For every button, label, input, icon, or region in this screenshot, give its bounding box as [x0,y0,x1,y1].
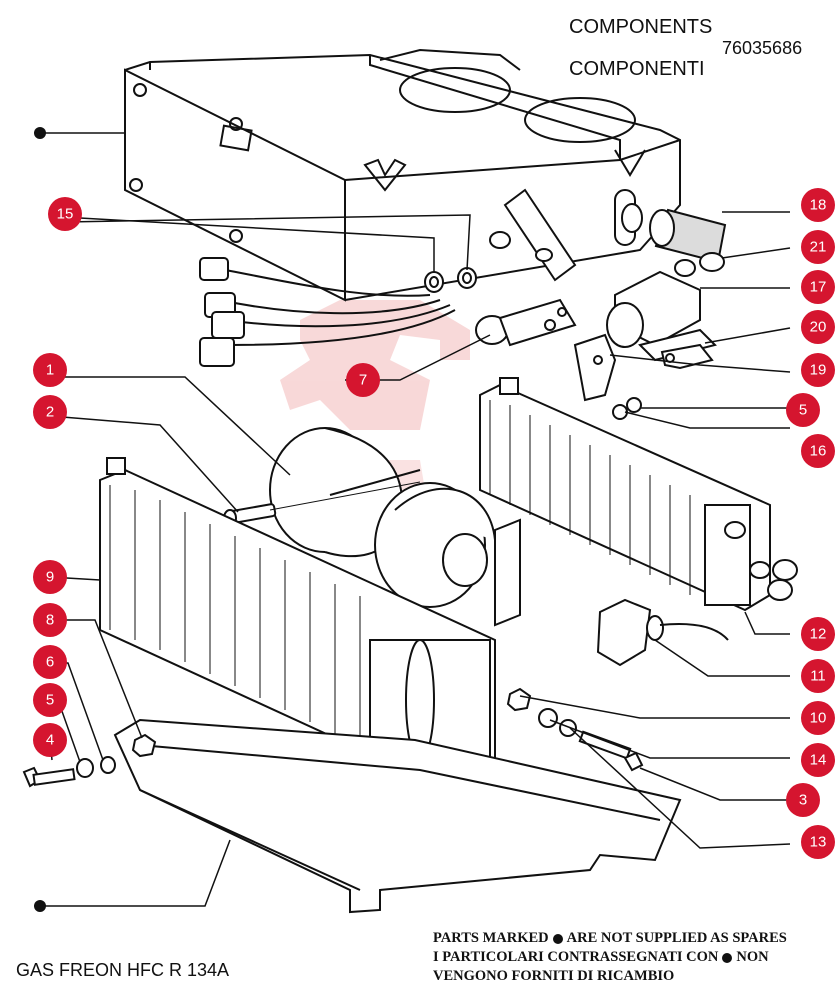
callout-17: 17 [810,279,827,296]
callout-7: 7 [359,372,367,389]
callout-14-circle [801,743,835,777]
receiver-drier [621,203,727,272]
title-english: COMPONENTS [569,16,713,38]
callout-circles [33,188,835,859]
leader-lines [40,132,791,907]
callout-10: 10 [810,710,827,727]
callout-9: 9 [46,569,54,586]
mounting-bracket [503,188,577,282]
blower-fan [269,427,521,627]
callout-20-circle [801,310,835,344]
callout-12: 12 [810,626,827,643]
nuts-right [612,397,642,420]
callout-5b: 5 [799,402,807,419]
callout-1-circle [33,353,67,387]
thermostat-sensor [596,598,729,667]
pressure-switch [606,259,717,362]
refrigerant-label: GAS FREON HFC R 134A [16,960,230,980]
callout-1: 1 [46,362,54,379]
note-line-3: VENGONO FORNITI DI RICAMBIO [433,968,675,984]
left-hardware [22,733,157,788]
bullet-marker-icon [722,952,733,963]
callout-11-circle [801,659,835,693]
callout-labels: 1 2 3 4 5 5 6 7 8 9 10 11 12 13 14 15 16… [46,197,827,851]
part-number: 76035686 [722,38,803,58]
callout-5b-circle [786,393,820,427]
not-supplied-dot-top [34,127,46,139]
callout-19: 19 [810,362,827,379]
callout-20: 20 [810,319,827,336]
note-line-1-b: ARE NOT SUPPLIED AS SPARES [566,930,787,946]
callout-16-circle [801,434,835,468]
callout-16: 16 [810,443,827,460]
note-line-1-a: PARTS MARKED [433,930,549,946]
callout-8-circle [33,603,67,637]
bullet-marker-icon [552,933,563,944]
o-ring-seals [424,267,477,293]
expansion-valve [475,298,577,347]
callout-18: 18 [810,197,827,214]
callout-17-circle [801,270,835,304]
callout-7-circle [346,363,380,397]
callout-6: 6 [46,654,54,671]
not-supplied-markers [34,127,46,912]
not-supplied-dot-bottom [34,900,46,912]
callout-2: 2 [46,404,54,421]
callout-3: 3 [799,792,807,809]
callout-15: 15 [57,206,74,223]
evaporator-housing [124,48,681,302]
callout-4: 4 [46,732,54,749]
callout-14: 14 [810,752,827,769]
drain-pan [113,718,682,914]
wiring-harness [199,231,511,367]
callout-2-circle [33,395,67,429]
note-line-2: I PARTICOLARI CONTRASSEGNATI CON NON [433,948,833,967]
note-line-1: PARTS MARKED ARE NOT SUPPLIED AS SPARES [433,929,833,948]
callout-21: 21 [810,239,827,256]
callout-8: 8 [46,612,54,629]
callout-5a: 5 [46,692,54,709]
callout-19-circle [801,353,835,387]
title-italian: COMPONENTI [569,58,705,80]
callout-3-circle [786,783,820,817]
callout-13-circle [801,825,835,859]
callout-9-circle [33,560,67,594]
callout-5a-circle [33,683,67,717]
callout-6-circle [33,645,67,679]
callout-4-circle [33,723,67,757]
callout-21-circle [801,230,835,264]
heater-coil [479,377,798,612]
callout-10-circle [801,701,835,735]
clips-and-brackets [573,333,714,402]
note-line-2-a: I PARTICOLARI CONTRASSEGNATI CON [433,949,719,965]
callout-12-circle [801,617,835,651]
callout-11: 11 [810,668,826,685]
right-hardware [506,687,644,772]
callout-15-circle [48,197,82,231]
spares-note: PARTS MARKED ARE NOT SUPPLIED AS SPARES I… [433,929,833,986]
callout-13: 13 [810,834,827,851]
callout-18-circle [801,188,835,222]
note-line-2-b: NON [736,949,769,965]
